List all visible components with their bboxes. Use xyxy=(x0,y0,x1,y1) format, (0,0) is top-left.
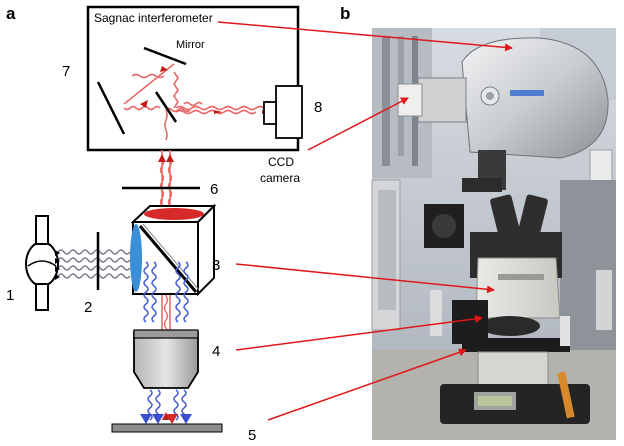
label-3: 3 xyxy=(212,257,220,274)
label-4: 4 xyxy=(212,343,220,360)
excitation-beam xyxy=(57,249,131,279)
mirror-left xyxy=(96,81,126,135)
ccd-label-line1: CCD xyxy=(268,155,294,169)
arrow-3 xyxy=(235,263,495,294)
interferometer-title: Sagnac interferometer xyxy=(94,11,213,25)
arrow-ccd xyxy=(307,97,409,151)
microscope-photo xyxy=(371,28,616,440)
annotation-arrows xyxy=(217,21,513,421)
mirror-top xyxy=(143,46,187,66)
label-5: 5 xyxy=(248,427,256,444)
label-6: 6 xyxy=(210,181,218,198)
arrow-4 xyxy=(235,314,483,351)
panel-letter-a: a xyxy=(6,4,16,23)
beam-up-arrows xyxy=(158,154,174,420)
arrow-5 xyxy=(267,348,467,421)
label-1: 1 xyxy=(6,287,14,304)
lamp xyxy=(25,215,60,311)
beamsplitter xyxy=(154,91,178,123)
filter-cube xyxy=(130,203,217,297)
ccd-camera-schematic xyxy=(263,85,303,139)
interferometer-box xyxy=(86,5,300,152)
specimen-slide xyxy=(111,423,223,433)
arrow-sagnac xyxy=(217,21,513,52)
ccd-label-line2: camera xyxy=(260,171,300,185)
label-7: 7 xyxy=(62,63,70,80)
label-8: 8 xyxy=(314,99,322,116)
panel-letter-b: b xyxy=(340,4,350,23)
label-2: 2 xyxy=(84,299,92,316)
objective xyxy=(133,329,199,389)
specimen-arrows xyxy=(140,414,192,424)
mirror-label: Mirror xyxy=(176,39,205,51)
